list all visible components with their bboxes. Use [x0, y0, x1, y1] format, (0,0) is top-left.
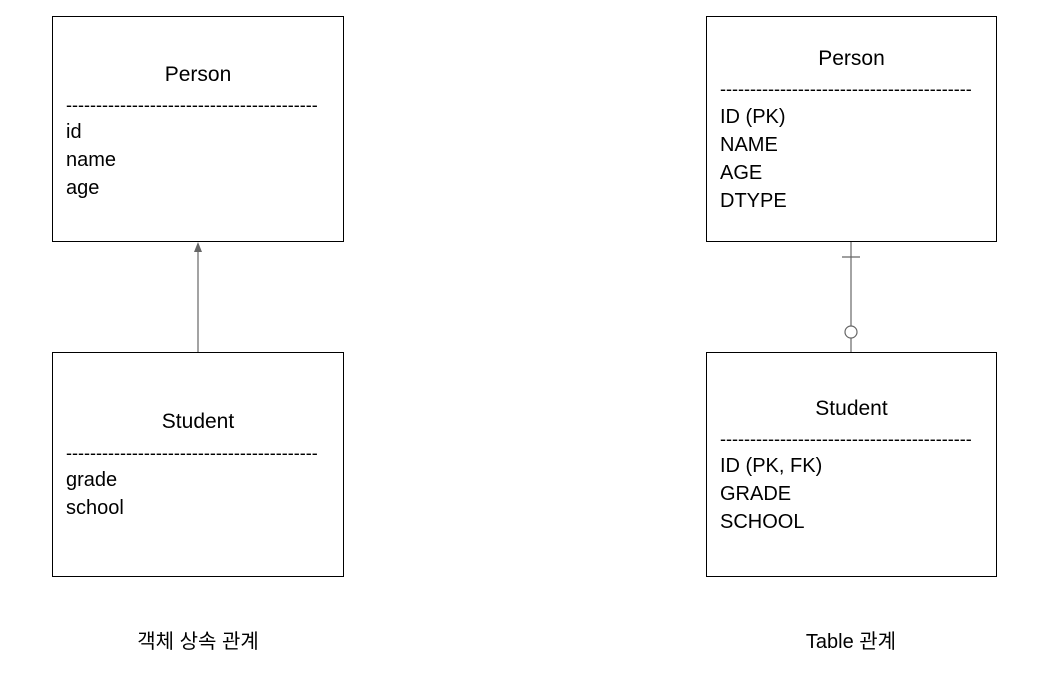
object-person-divider: ----------------------------------------… [66, 97, 318, 113]
object-student-field: grade [66, 469, 118, 491]
table-student-field: SCHOOL [720, 511, 805, 533]
table-student-divider: ----------------------------------------… [720, 431, 972, 447]
object-person-title: Person [164, 63, 232, 86]
table-person-title: Person [818, 47, 885, 70]
table-student-field: GRADE [720, 483, 792, 505]
inheritance-arrowhead-icon [194, 242, 202, 252]
object-student-title: Student [161, 410, 235, 433]
table-student-field: ID (PK, FK) [720, 455, 823, 477]
object-student-box: Student --------------------------------… [52, 352, 344, 577]
er-zero-circle-icon [844, 325, 858, 339]
table-student-title: Student [815, 397, 888, 420]
object-person-field: age [66, 177, 100, 199]
table-person-box: Person ---------------------------------… [706, 16, 997, 242]
object-person-field: name [66, 149, 117, 171]
table-person-field: AGE [720, 162, 763, 184]
object-person-field: id [66, 121, 82, 143]
table-person-divider: ----------------------------------------… [720, 81, 972, 97]
table-person-field: ID (PK) [720, 106, 786, 128]
table-person-field: DTYPE [720, 190, 787, 212]
table-diagram-caption: Table 관계 [805, 631, 897, 653]
object-person-box: Person ---------------------------------… [52, 16, 344, 242]
table-student-box: Student --------------------------------… [706, 352, 997, 577]
object-student-divider: ----------------------------------------… [66, 445, 318, 461]
object-student-field: school [66, 497, 124, 519]
table-person-field: NAME [720, 134, 778, 156]
object-diagram-caption: 객체 상속 관계 [137, 631, 259, 653]
